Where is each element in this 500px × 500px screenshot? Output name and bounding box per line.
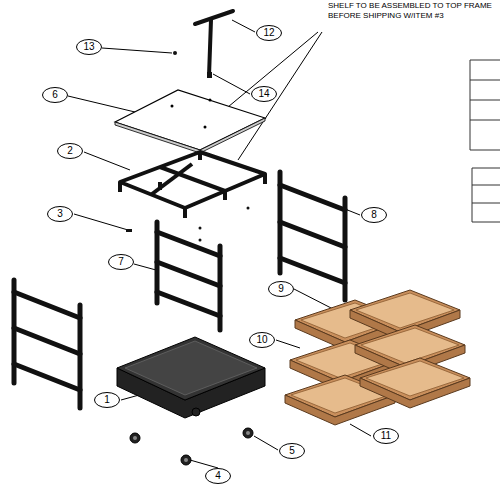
callout-balloon: 3: [47, 206, 73, 222]
callout-number: 9: [268, 283, 294, 295]
callout-balloon: 6: [42, 87, 68, 103]
callout-balloon: 13: [76, 39, 102, 55]
callout-balloon: 11: [373, 428, 399, 444]
callout-number: 4: [205, 470, 231, 482]
callout-number: 1: [94, 394, 120, 406]
callout-balloon: 4: [205, 468, 231, 484]
callout-number: 13: [76, 41, 102, 53]
callout-balloon: 12: [256, 25, 282, 41]
callout-balloon: 10: [249, 332, 275, 348]
callout-balloon: 1: [94, 392, 120, 408]
callout-balloon: 2: [57, 143, 83, 159]
callout-balloon: 5: [279, 443, 305, 459]
callout-balloon: 9: [268, 281, 294, 297]
callout-number: 11: [373, 430, 399, 442]
callout-number: 12: [256, 27, 282, 39]
callout-number: 7: [108, 256, 134, 268]
callout-balloon: 8: [361, 207, 387, 223]
callout-number: 5: [279, 445, 305, 457]
assembly-note: SHELF TO BE ASSEMBLED TO TOP FRAME BEFOR…: [328, 1, 496, 21]
callout-number: 14: [251, 88, 277, 100]
callout-number: 6: [42, 89, 68, 101]
callout-number: 3: [47, 208, 73, 220]
callout-number: 8: [361, 209, 387, 221]
callout-balloon: 14: [251, 86, 277, 102]
callout-balloon: 7: [108, 254, 134, 270]
callout-number: 10: [249, 334, 275, 346]
callout-number: 2: [57, 145, 83, 157]
